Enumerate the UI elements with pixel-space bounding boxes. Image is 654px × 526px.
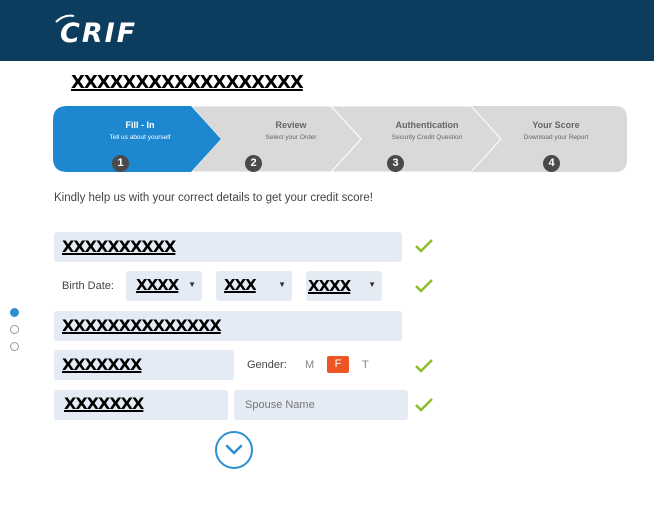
crif-logo[interactable]: CRIF [54, 14, 164, 50]
step-3-subtitle: Security Credit Question [391, 134, 463, 141]
next-button[interactable] [215, 431, 253, 469]
step-1-number: 1 [112, 155, 129, 172]
logo-text: CRIF [60, 18, 138, 49]
birth-month-value: XXX [224, 276, 257, 294]
birth-year-select[interactable]: XXXX ▼ [306, 271, 382, 301]
section-dot[interactable] [10, 325, 19, 334]
gender-label: Gender: [247, 359, 287, 371]
gender-option-f-selected[interactable]: F [327, 356, 349, 373]
step-1-shape [53, 106, 221, 172]
progress-stepper: Fill - In Tell us about yourself Review … [53, 106, 627, 172]
intro-text: Kindly help us with your correct details… [54, 192, 373, 204]
caret-down-icon: ▼ [368, 280, 376, 289]
step-1-title: Fill - In [125, 120, 155, 130]
header-bar: CRIF [0, 0, 654, 61]
step-4-title: Your Score [532, 120, 580, 130]
caret-down-icon: ▼ [188, 280, 196, 289]
birth-day-select[interactable]: XXXX ▼ [126, 271, 202, 301]
birth-year-value: XXXX [308, 277, 351, 295]
step-fill-in[interactable]: Fill - In Tell us about yourself [70, 120, 210, 141]
full-name-value: XXXXXXXXXX [62, 237, 176, 256]
caret-down-icon: ▼ [278, 280, 286, 289]
section-dot-active[interactable] [10, 308, 19, 317]
phone-field[interactable]: XXXXXXX [54, 350, 234, 380]
step-3-title: Authentication [395, 120, 459, 130]
birth-month-select[interactable]: XXX ▼ [216, 271, 292, 301]
spouse-name-placeholder: Spouse Name [245, 399, 315, 411]
stepper-background [53, 106, 627, 172]
father-name-value: XXXXXXX [64, 394, 144, 413]
step-2-number: 2 [245, 155, 262, 172]
address-field[interactable]: XXXXXXXXXXXXXX [54, 311, 402, 341]
full-name-field[interactable]: XXXXXXXXXX [54, 232, 402, 262]
step-1-subtitle: Tell us about yourself [109, 134, 171, 141]
check-icon [415, 359, 433, 373]
section-dot[interactable] [10, 342, 19, 351]
logo-swoosh-icon [55, 14, 75, 23]
step-2-subtitle: Select your Order [265, 134, 317, 141]
step-4-shape [471, 106, 627, 172]
birth-day-value: XXXX [136, 276, 179, 294]
step-review[interactable]: Review Select your Order [221, 120, 361, 141]
phone-value: XXXXXXX [62, 355, 142, 374]
step-authentication[interactable]: Authentication Security Credit Question [357, 120, 497, 141]
gender-option-m[interactable]: M [305, 359, 315, 371]
check-icon [415, 279, 433, 293]
gender-option-t[interactable]: T [362, 359, 369, 371]
step-your-score[interactable]: Your Score Download your Report [486, 120, 626, 141]
check-icon [415, 398, 433, 412]
step-3-number: 3 [387, 155, 404, 172]
check-icon [415, 239, 433, 253]
father-name-field[interactable]: XXXXXXX [54, 390, 228, 420]
user-name: XXXXXXXXXXXXXXXXXX [71, 72, 304, 93]
step-2-title: Review [275, 120, 307, 130]
step-4-subtitle: Download your Report [523, 134, 589, 141]
chevron-down-icon [225, 444, 243, 455]
step-4-number: 4 [543, 155, 560, 172]
birth-date-label: Birth Date: [62, 280, 114, 292]
spouse-name-field[interactable]: Spouse Name [234, 390, 408, 420]
address-value: XXXXXXXXXXXXXX [62, 316, 222, 335]
